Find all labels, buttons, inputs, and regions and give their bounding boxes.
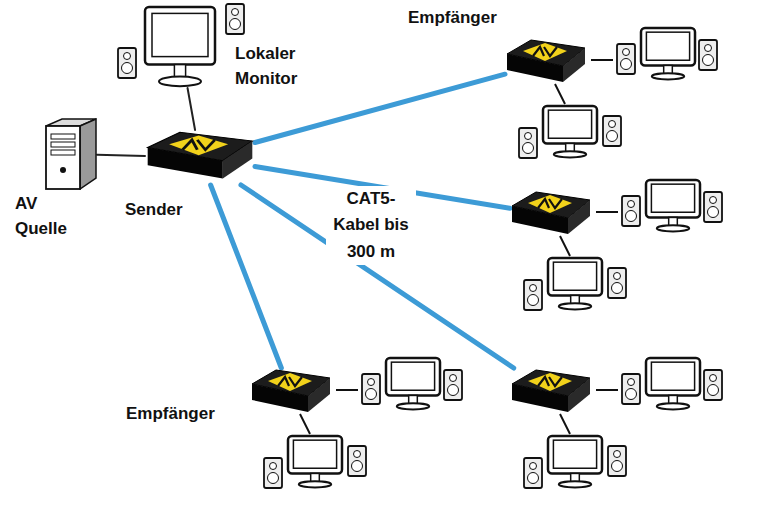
node-label: AV Quelle bbox=[15, 192, 81, 241]
box-icon bbox=[145, 130, 255, 185]
monitor-icon bbox=[142, 4, 218, 88]
cable bbox=[591, 59, 613, 61]
cable bbox=[560, 236, 570, 256]
cable-note: CAT5-Kabel bis 300 m bbox=[326, 186, 416, 265]
cable bbox=[336, 389, 358, 391]
monitor-icon bbox=[548, 436, 602, 487]
speaker-icon bbox=[444, 370, 462, 400]
av-source: AV Quelle bbox=[45, 118, 97, 190]
node-label: Lokaler Monitor bbox=[235, 42, 335, 91]
receiver-box: Empfänger bbox=[250, 368, 332, 418]
receiver-box bbox=[510, 368, 592, 418]
receiver-box: Empfänger bbox=[505, 38, 587, 88]
node-label: Empfänger bbox=[126, 402, 248, 427]
box-icon bbox=[250, 368, 332, 418]
speaker-icon bbox=[118, 48, 136, 78]
speaker-icon bbox=[622, 374, 640, 404]
speaker-icon bbox=[608, 268, 626, 298]
monitor-icon bbox=[548, 258, 602, 309]
speaker-icon bbox=[348, 446, 366, 476]
node-label: Sender bbox=[125, 198, 225, 223]
cat5-cable bbox=[211, 185, 282, 368]
cable bbox=[97, 155, 145, 156]
receiver-box bbox=[510, 190, 592, 240]
monitor-icon bbox=[646, 358, 700, 409]
sender-box: Sender bbox=[145, 130, 255, 185]
box-icon bbox=[505, 38, 587, 88]
speaker-icon bbox=[699, 40, 717, 70]
cable bbox=[596, 389, 618, 391]
speaker-icon bbox=[226, 4, 244, 34]
monitor-icon bbox=[646, 180, 700, 231]
speaker-icon bbox=[704, 370, 722, 400]
cat5-cable bbox=[241, 185, 514, 368]
speaker-icon bbox=[603, 116, 621, 146]
monitor-icon bbox=[386, 358, 440, 409]
speaker-icon bbox=[524, 458, 542, 488]
cable bbox=[596, 211, 618, 213]
cable bbox=[555, 84, 565, 104]
monitor-icon bbox=[543, 106, 597, 157]
speaker-icon bbox=[704, 192, 722, 222]
speaker-icon bbox=[362, 374, 380, 404]
monitor-icon bbox=[641, 28, 695, 79]
cable bbox=[300, 414, 310, 434]
speaker-icon bbox=[617, 44, 635, 74]
speaker-icon bbox=[608, 446, 626, 476]
box-icon bbox=[510, 190, 592, 240]
speaker-icon bbox=[519, 128, 537, 158]
monitor-icon bbox=[145, 7, 215, 86]
speaker-icon bbox=[524, 280, 542, 310]
cable bbox=[560, 414, 570, 434]
node-label: Empfänger bbox=[408, 6, 538, 31]
cable bbox=[188, 88, 196, 130]
speaker-icon bbox=[622, 196, 640, 226]
speaker-icon bbox=[264, 458, 282, 488]
box-icon bbox=[510, 368, 592, 418]
local-monitor: Lokaler Monitor bbox=[142, 4, 218, 88]
monitor-icon bbox=[288, 436, 342, 487]
tower-icon bbox=[45, 118, 97, 190]
